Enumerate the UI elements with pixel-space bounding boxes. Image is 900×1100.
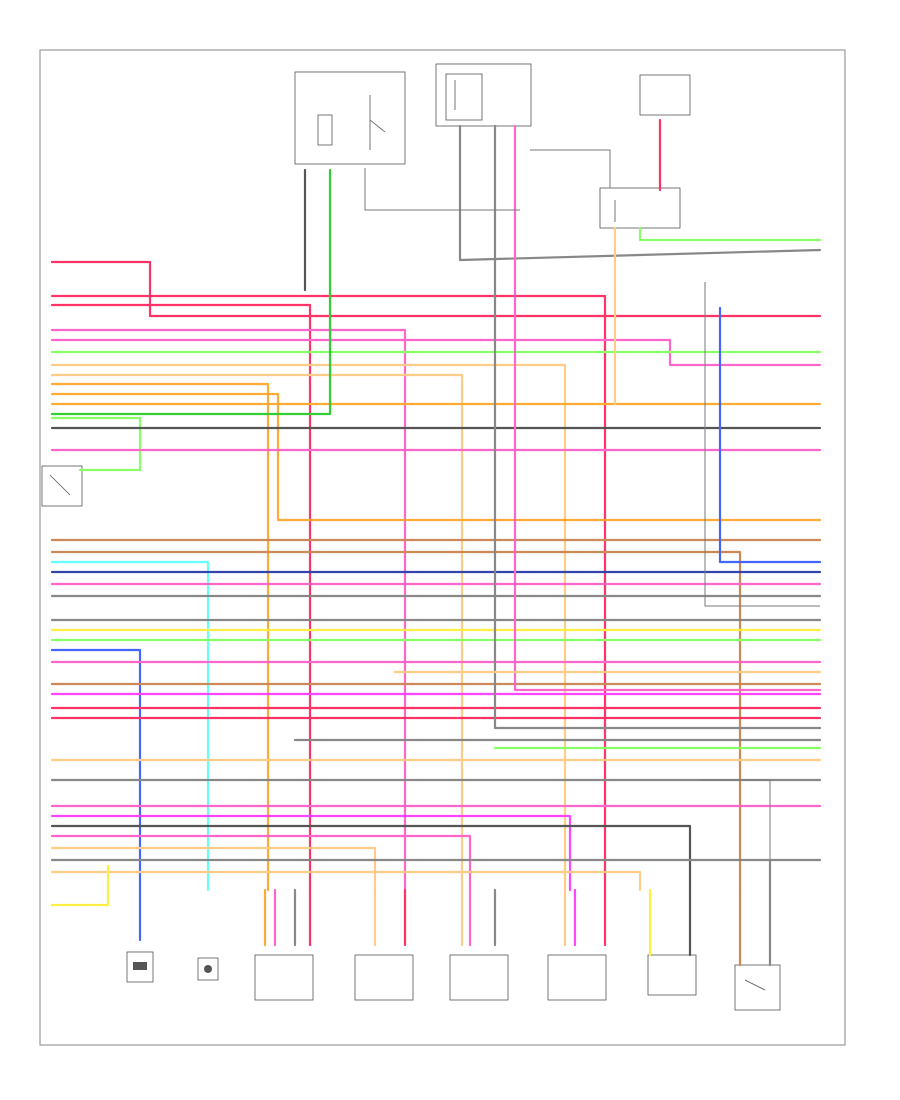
wire-gray-v10 xyxy=(530,149,611,188)
wire-blue-v9 xyxy=(718,306,822,564)
wire-red-2 xyxy=(50,294,607,892)
wire-peach-2 xyxy=(50,373,464,892)
wire-gray-v8 xyxy=(704,282,820,607)
diagram-frame xyxy=(39,49,846,1046)
module-box xyxy=(647,954,697,996)
injector-connectors xyxy=(263,858,772,967)
vertical-wires xyxy=(293,118,822,860)
bus-wires xyxy=(50,168,822,942)
wire-gray-v11 xyxy=(364,168,520,211)
wire-yellow-2 xyxy=(50,864,110,907)
sensor-b xyxy=(197,957,219,981)
wire-lightgreen-v6 xyxy=(638,226,822,242)
wire-blue-1 xyxy=(50,648,142,942)
wire-green-2 xyxy=(50,416,142,472)
fuel-pump-relay xyxy=(599,187,681,229)
wire-peach-4 xyxy=(50,846,377,892)
wire-pink-1 xyxy=(50,328,407,892)
ignition-relay xyxy=(294,71,406,165)
wire-brown-2 xyxy=(50,550,742,892)
wire-red-3 xyxy=(50,303,312,892)
wire-darkgray-2 xyxy=(50,824,692,892)
wire-red-1 xyxy=(50,260,822,318)
injector-1 xyxy=(254,954,314,1001)
connector-top-right xyxy=(639,74,691,116)
injector-2 xyxy=(354,954,414,1001)
wire-gray-v2 xyxy=(458,124,822,262)
injector-4 xyxy=(547,954,607,1001)
wire-green-1 xyxy=(50,168,332,416)
wire-magenta-2 xyxy=(50,814,572,892)
wire-gray-v3 xyxy=(493,124,822,730)
wire-peach-5 xyxy=(50,870,642,892)
wire-gray-v15 xyxy=(700,779,771,860)
wire-orange-2 xyxy=(50,392,822,522)
wire-pink-v4 xyxy=(513,124,822,692)
wire-orange-1 xyxy=(50,382,270,892)
sensor-a xyxy=(126,951,154,983)
ecm-left-connector xyxy=(41,465,83,507)
fuse-block xyxy=(435,63,532,127)
injector-3 xyxy=(449,954,509,1001)
wire-cyan-1 xyxy=(50,560,210,892)
wire-pink-7 xyxy=(50,834,472,892)
relay-bottom-right xyxy=(734,964,781,1011)
wire-peach-1 xyxy=(50,363,567,892)
